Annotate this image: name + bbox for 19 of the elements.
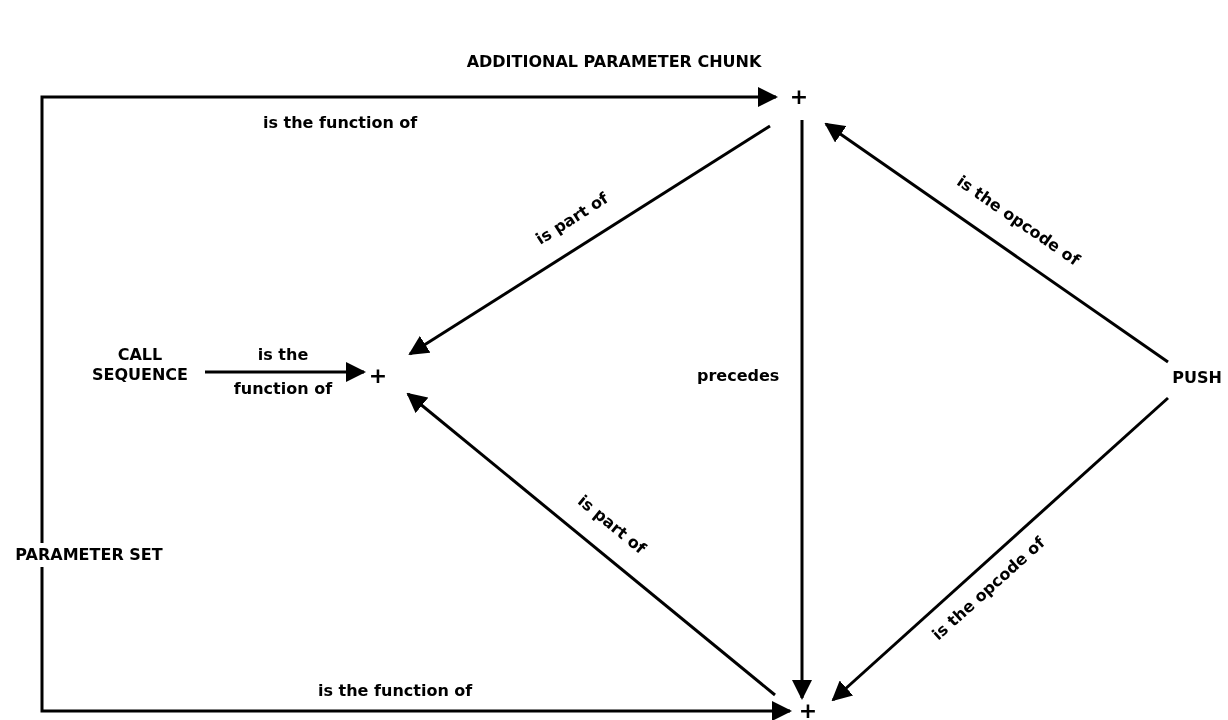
arrow — [792, 120, 812, 700]
diagram-title: ADDITIONAL PARAMETER CHUNK — [465, 52, 763, 71]
concept-label: PUSH — [1168, 368, 1226, 388]
arrow — [831, 396, 1169, 702]
arrow — [40, 567, 792, 720]
concept-node-plus: + — [367, 365, 389, 387]
edge-label: is the function of — [233, 344, 333, 400]
concept-node-plus: + — [797, 700, 819, 720]
arrow — [205, 362, 366, 382]
concept-label: PARAMETER SET — [6, 545, 172, 565]
arrow — [824, 122, 1169, 364]
edge-label: is the function of — [263, 112, 418, 132]
arrow — [408, 124, 771, 356]
concept-node-plus: + — [788, 86, 810, 108]
edge-label: is the function of — [318, 680, 473, 700]
edge-label: precedes — [697, 365, 780, 385]
concept-label: CALL SEQUENCE — [78, 345, 202, 385]
arrow — [406, 392, 776, 697]
arrow — [40, 87, 778, 543]
